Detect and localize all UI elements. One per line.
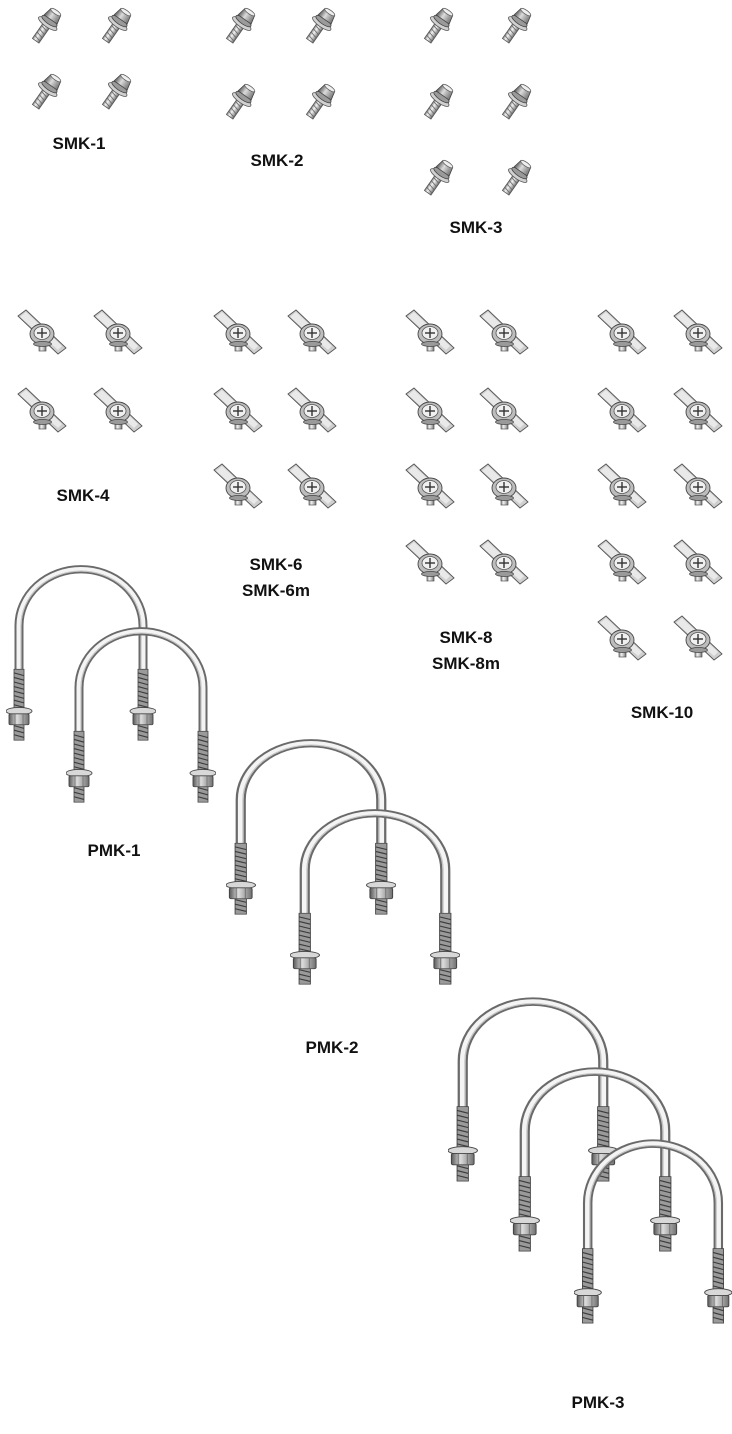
wing-screw-icon	[596, 462, 648, 510]
u-bolt-icon	[66, 624, 216, 824]
hex-bolt-icon	[300, 4, 340, 48]
wing-screw-icon	[672, 538, 724, 586]
hex-bolt-icon	[96, 70, 136, 114]
wing-screw-icon	[404, 538, 456, 586]
kit-label: SMK-1	[52, 134, 106, 153]
wing-screw-icon	[404, 462, 456, 510]
wing-screw-icon	[16, 308, 68, 356]
wing-screw-icon	[212, 308, 264, 356]
wing-screw-icon	[404, 308, 456, 356]
wing-screw-icon	[596, 538, 648, 586]
wing-screw-icon	[478, 308, 530, 356]
kit-label: SMK-2	[250, 151, 304, 170]
kit-label: SMK-4	[56, 486, 110, 505]
wing-screw-icon	[286, 386, 338, 434]
hex-bolt-icon	[300, 80, 340, 124]
wing-screw-icon	[672, 308, 724, 356]
hex-bolt-icon	[418, 156, 458, 200]
wing-screw-icon	[596, 386, 648, 434]
wing-screw-icon	[212, 386, 264, 434]
u-bolt-icon	[290, 806, 460, 1006]
wing-screw-icon	[672, 614, 724, 662]
hex-bolt-icon	[418, 4, 458, 48]
wing-screw-icon	[404, 386, 456, 434]
wing-screw-icon	[286, 308, 338, 356]
wing-screw-icon	[478, 386, 530, 434]
wing-screw-icon	[672, 386, 724, 434]
hex-bolt-icon	[96, 4, 136, 48]
hex-bolt-icon	[220, 4, 260, 48]
hex-bolt-icon	[496, 4, 536, 48]
kit-label-line1: SMK-6	[249, 555, 303, 574]
hex-bolt-icon	[418, 80, 458, 124]
hex-bolt-icon	[26, 70, 66, 114]
hex-bolt-icon	[496, 156, 536, 200]
wing-screw-icon	[286, 462, 338, 510]
wing-screw-icon	[92, 386, 144, 434]
wing-screw-icon	[92, 308, 144, 356]
wing-screw-icon	[478, 538, 530, 586]
kit-label-line1: SMK-8	[439, 628, 493, 647]
u-bolt-icon	[574, 1136, 732, 1346]
hex-bolt-icon	[496, 80, 536, 124]
wing-screw-icon	[596, 614, 648, 662]
hex-bolt-icon	[220, 80, 260, 124]
kit-label-line2: SMK-6m	[241, 581, 310, 600]
kit-label: SMK-3	[449, 218, 503, 237]
wing-screw-icon	[596, 308, 648, 356]
wing-screw-icon	[478, 462, 530, 510]
kit-label: PMK-2	[305, 1038, 359, 1057]
kit-label: PMK-1	[87, 841, 141, 860]
wing-screw-icon	[212, 462, 264, 510]
hex-bolt-icon	[26, 4, 66, 48]
wing-screw-icon	[16, 386, 68, 434]
kit-label: PMK-3	[571, 1393, 625, 1412]
kit-label: SMK-10	[630, 703, 694, 722]
wing-screw-icon	[672, 462, 724, 510]
kit-label-line2: SMK-8m	[431, 654, 500, 673]
